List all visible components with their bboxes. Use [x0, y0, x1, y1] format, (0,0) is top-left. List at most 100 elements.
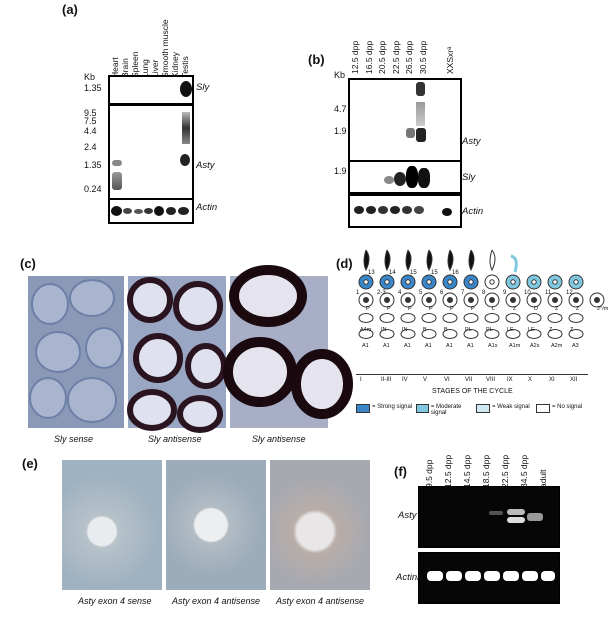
spermatogonium	[484, 313, 500, 323]
panel-d-row1-number-5: 7	[461, 290, 465, 296]
spermatogonium-a	[400, 329, 416, 339]
panel-c-image-antisense-1	[127, 276, 227, 433]
panel-b-actin-blot	[348, 194, 462, 228]
legend-swatch	[536, 404, 550, 413]
panel-d-row2-label-3: P	[429, 306, 433, 312]
panel-e-caption-1: Asty exon 4 sense	[78, 596, 152, 606]
panel-f-lane-1: 12.5 dpp	[443, 454, 453, 488]
panel-d-row1-number-10: 12	[566, 290, 573, 296]
round-spermatid-nucleus	[552, 279, 558, 285]
panel-d-legend-item: = Strong signal	[356, 404, 414, 413]
spermatogonium-a	[421, 329, 437, 339]
spermatid-shape	[363, 249, 370, 272]
spermatocyte-nucleus	[363, 297, 369, 303]
panel-d-row2-label-2: P	[408, 306, 412, 312]
panel-d-row2-label-10: Z	[576, 306, 580, 312]
panel-d-spermatogenesis-diagram	[358, 249, 605, 339]
spermatocyte-nucleus	[510, 297, 516, 303]
panel-b-actin-label: Actin	[462, 206, 484, 217]
round-spermatid-nucleus	[468, 279, 474, 285]
panel-d-row1-number-3: 5	[419, 290, 423, 296]
panel-e-image-antisense-1	[166, 460, 266, 590]
panel-d-row2-label-7: Z	[513, 306, 517, 312]
panel-a-lane-5: Smooth muscle	[160, 19, 170, 78]
panel-f-lane-4: 22.5 dpp	[500, 454, 510, 488]
panel-d-spermatid-number-4: 16	[452, 270, 459, 276]
panel-f-lane-0: 9.5 dpp	[424, 459, 434, 488]
panel-c-label: (c)	[20, 256, 36, 271]
panel-a-marker-0: 9.5	[84, 108, 97, 118]
legend-swatch	[476, 404, 490, 413]
panel-b-asty-label: Asty	[462, 136, 481, 147]
spermatogonium-a	[526, 329, 542, 339]
panel-d-row2-label-11: 2°/m	[597, 306, 608, 312]
spermatid-shape	[510, 254, 518, 273]
panel-d-row1-number-6: 8	[482, 290, 486, 296]
panel-d-row2-label-4: P	[450, 306, 454, 312]
spermatogonium-a	[379, 329, 395, 339]
panel-a-actin-blot	[108, 198, 194, 224]
panel-d-stage-3: V	[423, 377, 428, 383]
legend-swatch	[356, 404, 370, 413]
panel-d-row3-label-8: LE	[528, 327, 535, 333]
panel-d-row2-label-1: P	[387, 306, 391, 312]
panel-d-stage-2: IV	[402, 377, 408, 383]
panel-b-marker-47: 4.7	[334, 104, 347, 114]
spermatocyte-nucleus	[489, 297, 495, 303]
panel-d-row3-label-2: IN	[402, 327, 408, 333]
panel-d-row3-label-1: IN	[381, 327, 387, 333]
panel-a-marker-4: 1.35	[84, 160, 102, 170]
round-spermatid-nucleus	[573, 279, 579, 285]
panel-b-lane-1: 16.5 dpp	[363, 40, 374, 74]
panel-d-row4-label-8: A2s	[530, 343, 540, 349]
panel-d-stage-8: X	[528, 377, 533, 383]
panel-a-top-marker: 1.35	[84, 83, 102, 93]
panel-d-row4-label-4: A1	[446, 343, 453, 349]
legend-label: = Weak signal	[492, 404, 530, 410]
panel-d-legend-item: = Weak signal	[476, 404, 534, 413]
panel-d-row1-number-0: 1	[356, 290, 360, 296]
panel-e-caption-3: Asty exon 4 antisense	[276, 596, 365, 606]
panel-d-stage-0: I	[360, 377, 362, 383]
panel-c-image-sense	[28, 276, 124, 428]
panel-d-label: (d)	[336, 256, 353, 271]
panel-d-stage-9: XI	[549, 377, 555, 383]
spermatocyte-nucleus	[405, 297, 411, 303]
spermatogonium	[526, 313, 542, 323]
panel-b-sly-label: Sly	[462, 172, 476, 183]
spermatogonium	[442, 313, 458, 323]
round-spermatid-nucleus	[531, 279, 537, 285]
spermatocyte-nucleus	[531, 297, 537, 303]
spermatid-shape	[405, 249, 412, 272]
spermatid-shape	[447, 249, 454, 272]
panel-a-marker-3: 2.4	[84, 142, 97, 152]
spermatocyte-nucleus	[573, 297, 579, 303]
panel-d-stage-6: VIII	[486, 377, 496, 383]
panel-d-row3-label-5: PL	[465, 327, 472, 333]
panel-a-label: (a)	[62, 2, 78, 17]
panel-b-label: (b)	[308, 52, 325, 67]
spermatocyte-nucleus	[426, 297, 432, 303]
spermatogonium	[421, 313, 437, 323]
panel-d-row2-label-6: L	[492, 306, 496, 312]
spermatogonium-a	[547, 329, 563, 339]
panel-d-row4-label-6: A1s	[488, 343, 498, 349]
panel-d-row1-number-1: 2-3	[377, 290, 386, 296]
round-spermatid-nucleus	[405, 279, 411, 285]
panel-d-row2-label-0: P	[366, 306, 370, 312]
panel-f-asty-label: Asty	[398, 510, 417, 521]
panel-d-stage-7: IX	[507, 377, 513, 383]
panel-d-spermatid-number-3: 15	[431, 270, 438, 276]
panel-b-mid-marker: 1.9	[334, 166, 347, 176]
panel-b-marker-19: 1.9	[334, 126, 347, 136]
spermatid-shape	[468, 249, 475, 272]
panel-d-row3-label-7: LE	[507, 327, 514, 333]
panel-b-lane-0: 12.5 dpp	[350, 40, 360, 74]
spermatogonium	[358, 313, 374, 323]
panel-d-row4-label-10: A3	[572, 343, 579, 349]
panel-d-row2-label-8: D	[534, 306, 538, 312]
panel-d-stage-5: VII	[465, 377, 473, 383]
panel-d-row4-label-0: A1	[362, 343, 369, 349]
spermatocyte-nucleus	[594, 297, 600, 303]
panel-a-sly-blot	[108, 75, 194, 105]
